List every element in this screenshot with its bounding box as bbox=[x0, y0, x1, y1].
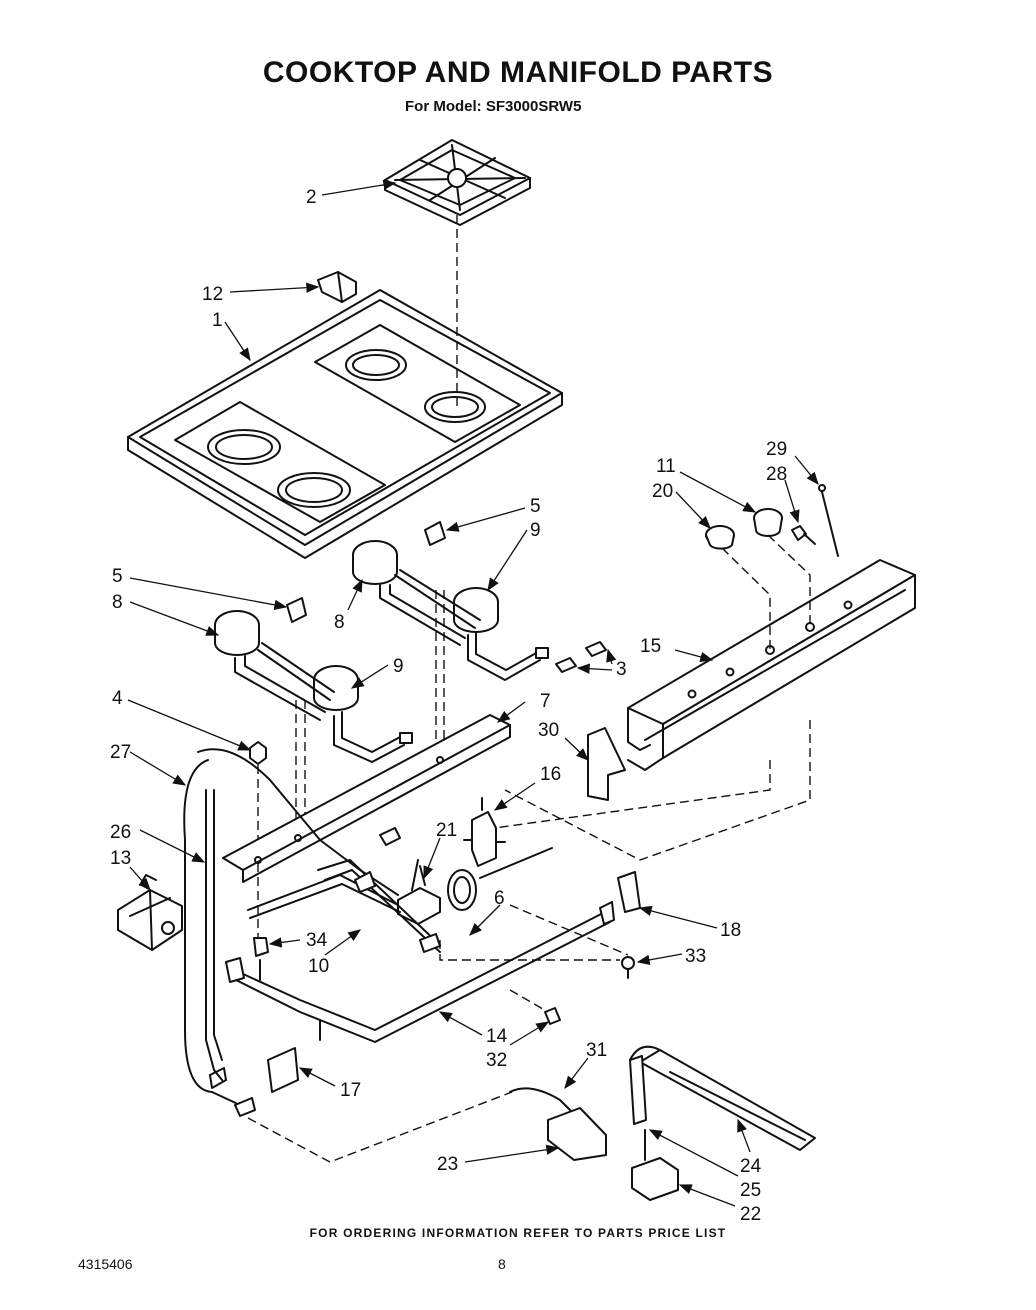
burner-bracket-left bbox=[286, 597, 307, 623]
callout-13: 13 bbox=[110, 848, 131, 869]
callout-12: 12 bbox=[202, 284, 223, 305]
fitting-32 bbox=[544, 1007, 561, 1025]
callout-9-right: 9 bbox=[530, 520, 541, 541]
callout-34: 34 bbox=[306, 930, 328, 951]
callout-9-left: 9 bbox=[393, 656, 404, 677]
model-subtitle: For Model: SF3000SRW5 bbox=[405, 98, 582, 115]
screw-33 bbox=[621, 956, 635, 979]
spacer-34 bbox=[253, 937, 269, 981]
callout-6: 6 bbox=[494, 888, 505, 909]
document-number: 4315406 bbox=[78, 1256, 133, 1272]
page-title: COOKTOP AND MANIFOLD PARTS bbox=[262, 56, 774, 89]
callout-14: 14 bbox=[486, 1026, 508, 1047]
callout-7: 7 bbox=[540, 691, 551, 712]
callout-11: 11 bbox=[656, 456, 676, 477]
cooktop-clip bbox=[317, 271, 357, 303]
callout-2: 2 bbox=[306, 187, 317, 208]
page-number: 8 bbox=[498, 1256, 506, 1272]
bracket-17 bbox=[267, 1019, 321, 1093]
callout-22: 22 bbox=[740, 1204, 761, 1225]
callout-18: 18 bbox=[720, 920, 741, 941]
bracket-18 bbox=[617, 871, 641, 913]
burner-support-bracket bbox=[222, 714, 511, 883]
manifold-end-shield bbox=[587, 727, 626, 801]
spark-ignition-switch bbox=[463, 797, 506, 867]
cooktop-panel bbox=[127, 289, 563, 559]
ordering-note: FOR ORDERING INFORMATION REFER TO PARTS … bbox=[309, 1226, 727, 1240]
hex-nut bbox=[249, 741, 267, 765]
callout-24: 24 bbox=[740, 1156, 762, 1177]
callout-25: 25 bbox=[740, 1180, 761, 1201]
pressure-regulator bbox=[397, 859, 441, 925]
callout-33: 33 bbox=[685, 946, 706, 967]
gas-manifold-bracket bbox=[627, 559, 916, 771]
callout-4: 4 bbox=[112, 688, 123, 709]
manifold-screw bbox=[791, 525, 816, 545]
callout-5-left: 5 bbox=[112, 566, 123, 587]
spark-electrode-wire bbox=[818, 484, 839, 557]
control-knob bbox=[705, 525, 735, 550]
gas-tubing bbox=[183, 748, 441, 1117]
callout-16: 16 bbox=[540, 764, 561, 785]
callout-1: 1 bbox=[212, 310, 223, 331]
knob-insert bbox=[753, 508, 783, 537]
callout-17: 17 bbox=[340, 1080, 361, 1101]
burner-assembly-rear bbox=[352, 540, 549, 681]
callout-28: 28 bbox=[766, 464, 787, 485]
regulator-coil bbox=[447, 869, 477, 911]
callout-32: 32 bbox=[486, 1050, 507, 1071]
callout-8-right: 8 bbox=[334, 612, 345, 633]
callout-10: 10 bbox=[308, 956, 329, 977]
callout-30: 30 bbox=[538, 720, 559, 741]
pilot-burner bbox=[509, 1087, 607, 1161]
callout-23: 23 bbox=[437, 1154, 458, 1175]
callout-26: 26 bbox=[110, 822, 131, 843]
callout-labels: 2 12 1 5 9 5 8 8 9 3 15 4 7 27 30 16 26 … bbox=[110, 187, 787, 1225]
burner-assembly-front bbox=[214, 610, 413, 763]
burner-bracket-right bbox=[424, 521, 446, 546]
burner-grate bbox=[384, 139, 531, 226]
callout-21: 21 bbox=[436, 820, 457, 841]
orifice-hoods bbox=[555, 641, 607, 673]
valve-22 bbox=[631, 1129, 679, 1201]
main-gas-tube bbox=[225, 901, 615, 1043]
callout-5-right: 5 bbox=[530, 496, 541, 517]
callout-3: 3 bbox=[616, 659, 627, 680]
callout-27: 27 bbox=[110, 742, 131, 763]
callout-31: 31 bbox=[586, 1040, 607, 1061]
oven-igniter bbox=[629, 1055, 647, 1125]
callout-leaders bbox=[127, 179, 819, 1207]
callout-20: 20 bbox=[652, 481, 673, 502]
callout-8-left: 8 bbox=[112, 592, 123, 613]
callout-15: 15 bbox=[640, 636, 661, 657]
gas-valve bbox=[117, 874, 183, 951]
callout-29: 29 bbox=[766, 439, 787, 460]
